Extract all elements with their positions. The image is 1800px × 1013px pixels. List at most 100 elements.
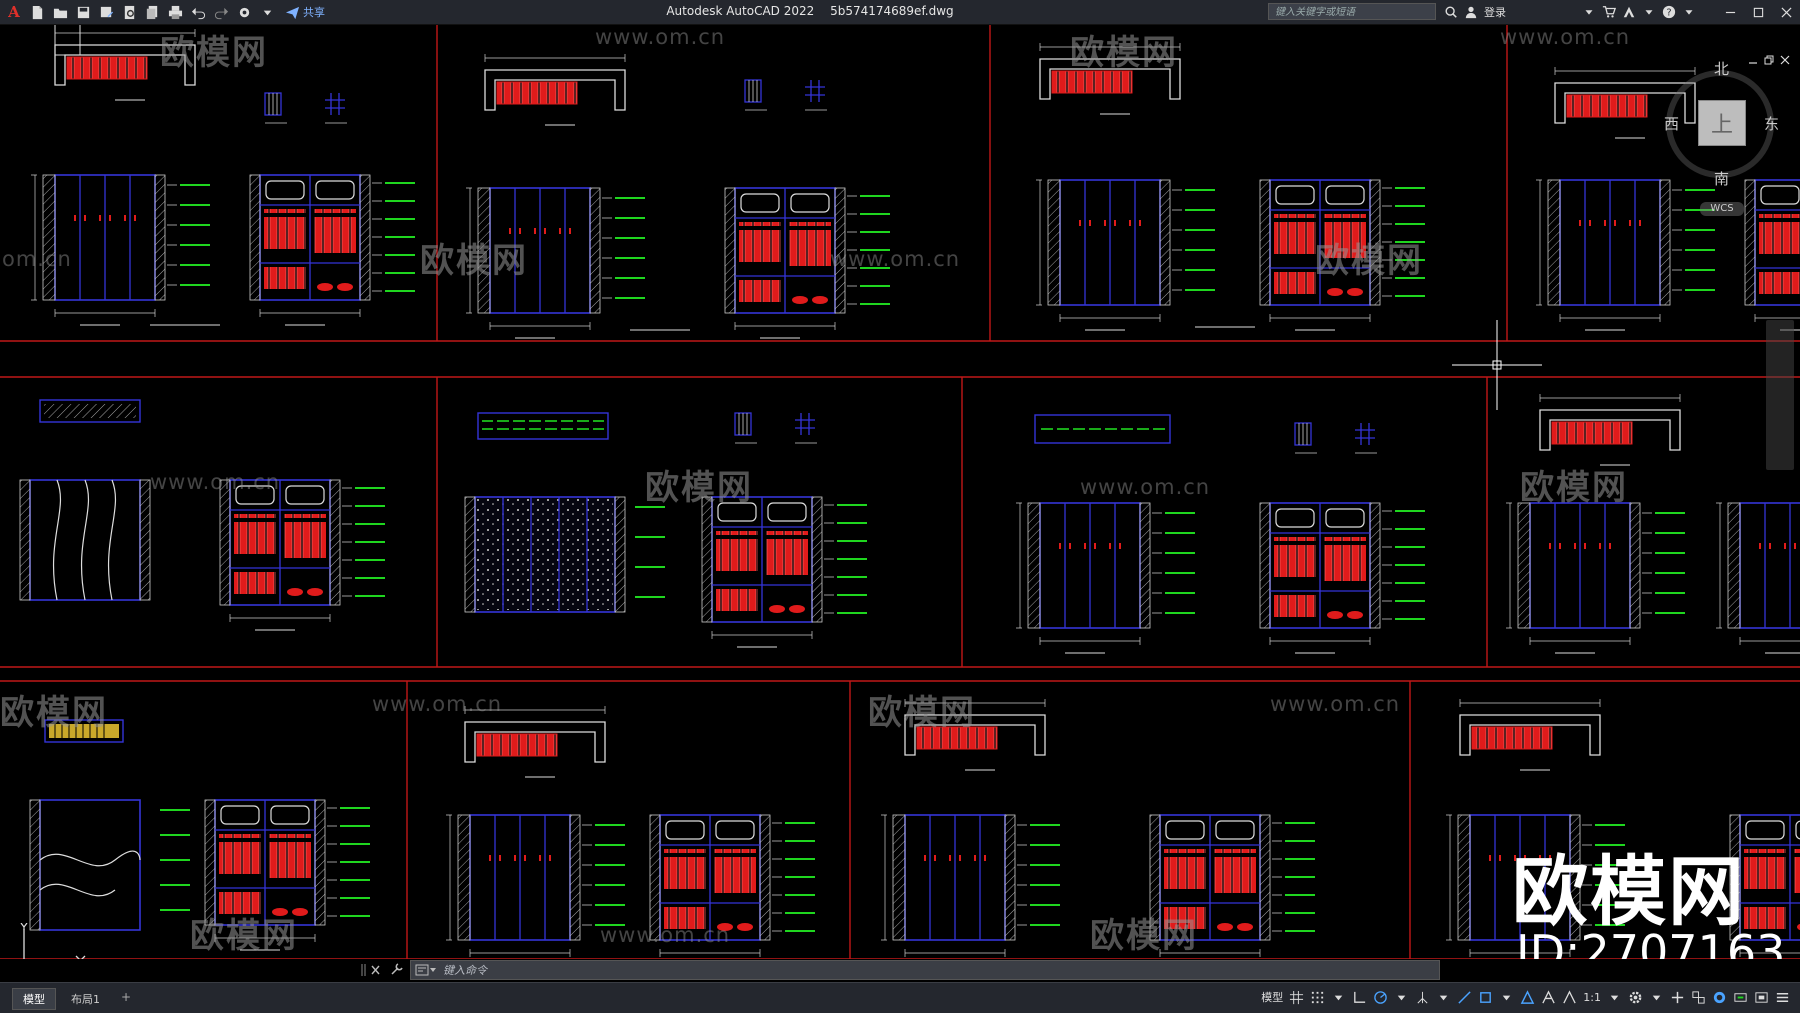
- wcs-menu[interactable]: WCS: [1700, 202, 1744, 216]
- file-name: 5b574174689ef.dwg: [830, 4, 954, 18]
- window-title: Autodesk AutoCAD 2022 5b574174689ef.dwg: [600, 4, 1020, 18]
- watermark: 欧模网: [420, 241, 528, 281]
- share-button[interactable]: 共享: [285, 4, 325, 20]
- chevron-down-icon[interactable]: [1682, 5, 1696, 19]
- chevron-down-icon[interactable]: [1499, 990, 1514, 1005]
- hamburger-menu-icon[interactable]: [1775, 990, 1790, 1005]
- title-right-tools: 登录 ?: [1444, 2, 1696, 22]
- minimize-icon[interactable]: [1748, 55, 1758, 65]
- watermark: 欧模网: [1315, 241, 1423, 281]
- snap-icon[interactable]: [1310, 990, 1325, 1005]
- saveas-icon[interactable]: [97, 3, 116, 22]
- maximize-icon: [1753, 7, 1763, 17]
- watermark-url: om.cn: [2, 247, 72, 271]
- chevron-down-icon[interactable]: [1331, 990, 1346, 1005]
- ortho-icon[interactable]: [1352, 990, 1367, 1005]
- status-bar: 模型 布局1 + 模型 1:1: [0, 982, 1800, 1013]
- close-icon: [1780, 6, 1792, 18]
- viewcube-top-face[interactable]: 上: [1698, 100, 1746, 146]
- viewcube-east[interactable]: 东: [1764, 115, 1780, 133]
- watermark-url: www.om.cn: [595, 25, 726, 49]
- chevron-down-icon[interactable]: [1582, 5, 1596, 19]
- crosshair-cursor: [1452, 320, 1542, 410]
- drawing-window-controls: [1748, 55, 1790, 65]
- watermark: 欧模网: [160, 33, 268, 73]
- login-button[interactable]: 登录: [1484, 6, 1506, 19]
- tab-layout1[interactable]: 布局1: [71, 993, 100, 1006]
- isolate-objects-icon[interactable]: [1712, 990, 1727, 1005]
- auto-scale-icon[interactable]: [1541, 989, 1556, 1005]
- chevron-down-icon[interactable]: [1394, 990, 1409, 1005]
- drawing-canvas[interactable]: 欧模网 欧模网 www.om.cn www.om.cn om.cn 欧模网 ww…: [0, 25, 1800, 959]
- watermark: 欧模网: [645, 468, 753, 508]
- viewcube-north[interactable]: 北: [1714, 60, 1730, 78]
- layout-tabs: 模型 布局1 +: [12, 988, 137, 1010]
- chevron-down-icon[interactable]: [1607, 990, 1622, 1005]
- app-menu-button[interactable]: A: [8, 3, 20, 21]
- search-input[interactable]: 键入关键字或短语: [1268, 3, 1436, 20]
- watermark-url: www.om.cn: [600, 923, 731, 947]
- isodraft-icon[interactable]: [1415, 990, 1430, 1005]
- chevron-down-icon[interactable]: [1642, 5, 1656, 19]
- plus-icon[interactable]: [1670, 990, 1685, 1005]
- sheet-frames: [0, 25, 1800, 959]
- hardware-acceleration-icon[interactable]: [1733, 990, 1748, 1005]
- close-icon[interactable]: [1780, 55, 1790, 65]
- close-button[interactable]: [1772, 0, 1800, 24]
- open-icon[interactable]: [51, 3, 70, 22]
- watermark: 欧模网: [1520, 468, 1628, 508]
- workspace-icon[interactable]: [235, 3, 254, 22]
- add-layout-button[interactable]: +: [121, 990, 132, 1004]
- cart-icon[interactable]: [1602, 5, 1616, 19]
- object-snap-icon[interactable]: [1478, 990, 1493, 1005]
- watermark-url: www.om.cn: [1080, 475, 1211, 499]
- annotation-scale-icon[interactable]: [1562, 989, 1577, 1005]
- command-history-icon[interactable]: [415, 964, 437, 976]
- search-icon[interactable]: [1444, 5, 1458, 19]
- navigation-bar[interactable]: [1766, 320, 1794, 470]
- status-tools: 模型 1:1: [1261, 989, 1790, 1005]
- new-icon[interactable]: [28, 3, 47, 22]
- customize-command-icon[interactable]: [390, 962, 404, 976]
- tab-model[interactable]: 模型: [12, 988, 56, 1010]
- plot-preview-icon[interactable]: [120, 3, 139, 22]
- watermark-url: www.om.cn: [150, 470, 281, 494]
- watermark: 欧模网: [1070, 33, 1178, 73]
- maximize-button[interactable]: [1744, 0, 1772, 24]
- object-snap-tracking-icon[interactable]: [1457, 990, 1472, 1005]
- help-icon[interactable]: ?: [1662, 5, 1676, 19]
- customize-dropdown-icon[interactable]: [258, 3, 277, 22]
- units-icon[interactable]: [1691, 990, 1706, 1005]
- clean-screen-icon[interactable]: [1754, 990, 1769, 1005]
- viewcube-compass-ring[interactable]: [1666, 70, 1774, 178]
- redo-icon[interactable]: [212, 3, 231, 22]
- chevron-down-icon[interactable]: [1436, 990, 1451, 1005]
- model-space-toggle[interactable]: 模型: [1261, 991, 1284, 1004]
- autodesk-app-icon[interactable]: [1622, 5, 1636, 19]
- watermark-url: www.om.cn: [1500, 25, 1631, 49]
- grid-icon[interactable]: [1289, 990, 1304, 1005]
- ucs-icon: [20, 923, 86, 959]
- viewcube-south[interactable]: 南: [1714, 170, 1730, 188]
- annotation-visibility-icon[interactable]: [1520, 989, 1535, 1005]
- print-icon[interactable]: [166, 3, 185, 22]
- share-icon: [285, 6, 300, 19]
- command-input[interactable]: 键入命令: [443, 964, 487, 977]
- restore-icon[interactable]: [1764, 55, 1774, 65]
- user-icon[interactable]: [1464, 5, 1478, 19]
- minimize-button[interactable]: [1716, 0, 1744, 24]
- chevron-down-icon[interactable]: [1649, 990, 1664, 1005]
- watermark: 欧模网: [0, 693, 108, 733]
- polar-tracking-icon[interactable]: [1373, 990, 1388, 1005]
- annotation-scale[interactable]: 1:1: [1583, 990, 1601, 1004]
- window-controls: [1716, 0, 1800, 24]
- gear-icon[interactable]: [1628, 990, 1643, 1005]
- viewcube[interactable]: 北 西 东 上 南 WCS: [1664, 58, 1784, 216]
- save-icon[interactable]: [74, 3, 93, 22]
- close-command-line-icon[interactable]: [360, 962, 384, 978]
- minimize-icon: [1725, 11, 1735, 13]
- undo-icon[interactable]: [189, 3, 208, 22]
- viewcube-west[interactable]: 西: [1664, 115, 1680, 133]
- command-line[interactable]: 键入命令: [410, 960, 1440, 980]
- publish-icon[interactable]: [143, 3, 162, 22]
